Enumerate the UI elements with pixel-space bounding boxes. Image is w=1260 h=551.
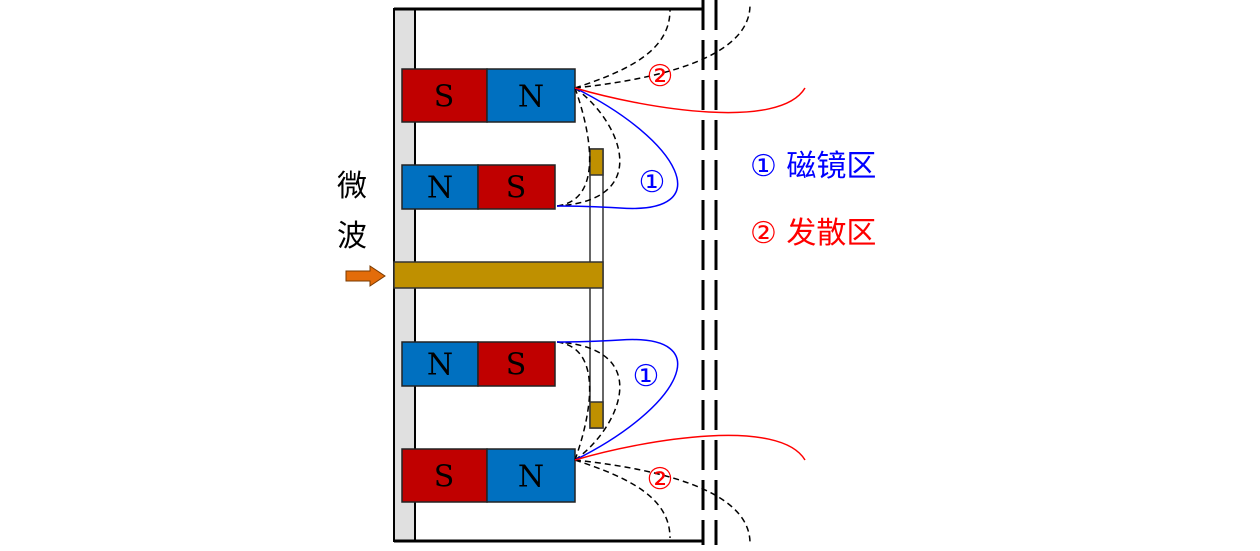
- region2-marker-top: ②: [647, 59, 674, 94]
- magnet-top: S N: [401, 68, 576, 123]
- pole-label-s: S: [434, 460, 455, 495]
- field-lines-top: [556, 4, 806, 210]
- pole-label-n: N: [427, 171, 453, 206]
- chamber-outline: [394, 7, 703, 543]
- region1-marker-top: ①: [639, 165, 666, 200]
- microwave-arrow-icon: [345, 265, 386, 287]
- region2-marker-bottom: ②: [647, 462, 674, 497]
- pole-label-n: N: [518, 460, 544, 495]
- legend-divergent-region: ② 发散区: [750, 216, 876, 251]
- antenna-cap-bottom: [589, 401, 604, 429]
- waveguide-bar: [393, 261, 604, 289]
- field-lines-bottom: [556, 338, 806, 544]
- microwave-label-1: 微: [337, 169, 367, 204]
- pole-label-n: N: [427, 348, 453, 383]
- pole-label-s: S: [506, 348, 527, 383]
- magnet-lower-inner: N S: [401, 341, 556, 387]
- microwave-label-2: 波: [337, 219, 367, 254]
- pole-label-n: N: [518, 80, 544, 115]
- magnet-bottom: S N: [401, 448, 576, 503]
- legend-mirror-region: ① 磁镜区: [750, 149, 876, 184]
- magnet-upper-inner: N S: [401, 164, 556, 210]
- pole-label-s: S: [506, 171, 527, 206]
- region1-marker-bottom: ①: [633, 359, 660, 394]
- pole-label-s: S: [434, 80, 455, 115]
- antenna-cap-top: [589, 148, 604, 176]
